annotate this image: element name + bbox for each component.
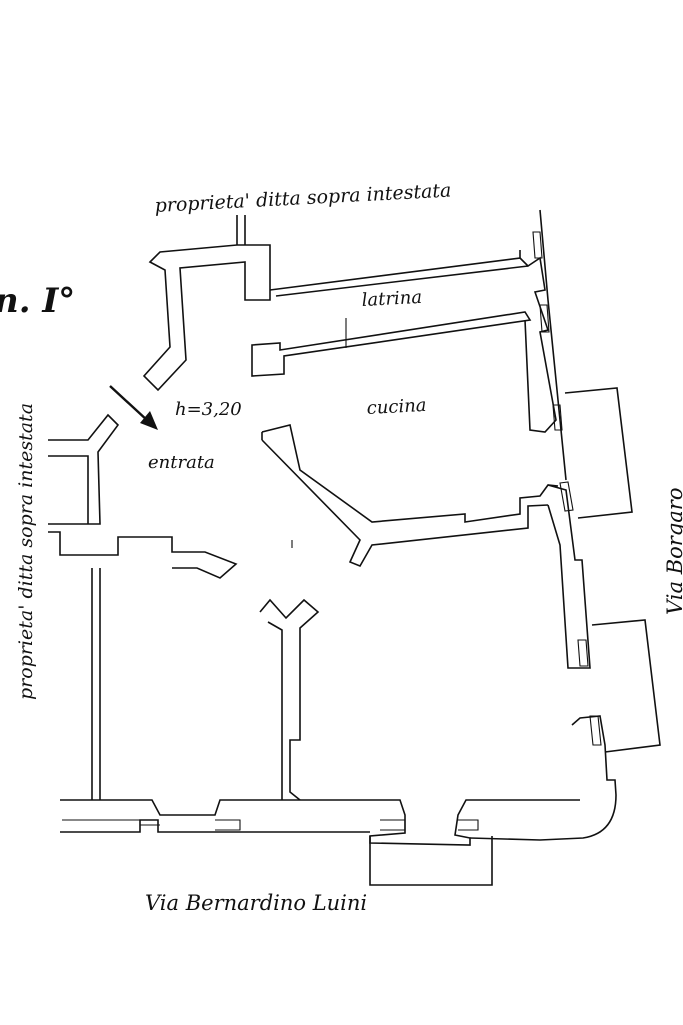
room-cucina-label: cucina bbox=[366, 395, 427, 419]
level-mark: n. I° bbox=[0, 281, 75, 321]
street-bottom-label: Via Bernardino Luini bbox=[145, 891, 367, 915]
room-entrata-label: entrata bbox=[148, 452, 215, 473]
ceiling-height-label: h=3,20 bbox=[175, 399, 242, 420]
left-neighbor-label: proprieta' ditta sopra intestata bbox=[15, 403, 37, 700]
top-neighbor-label: proprieta' ditta sopra intestata bbox=[154, 179, 452, 217]
walls bbox=[48, 209, 661, 886]
street-right-label: Via Borgaro bbox=[663, 488, 683, 615]
entrance-arrow-icon bbox=[109, 385, 158, 430]
room-latrina-label: latrina bbox=[361, 287, 422, 311]
